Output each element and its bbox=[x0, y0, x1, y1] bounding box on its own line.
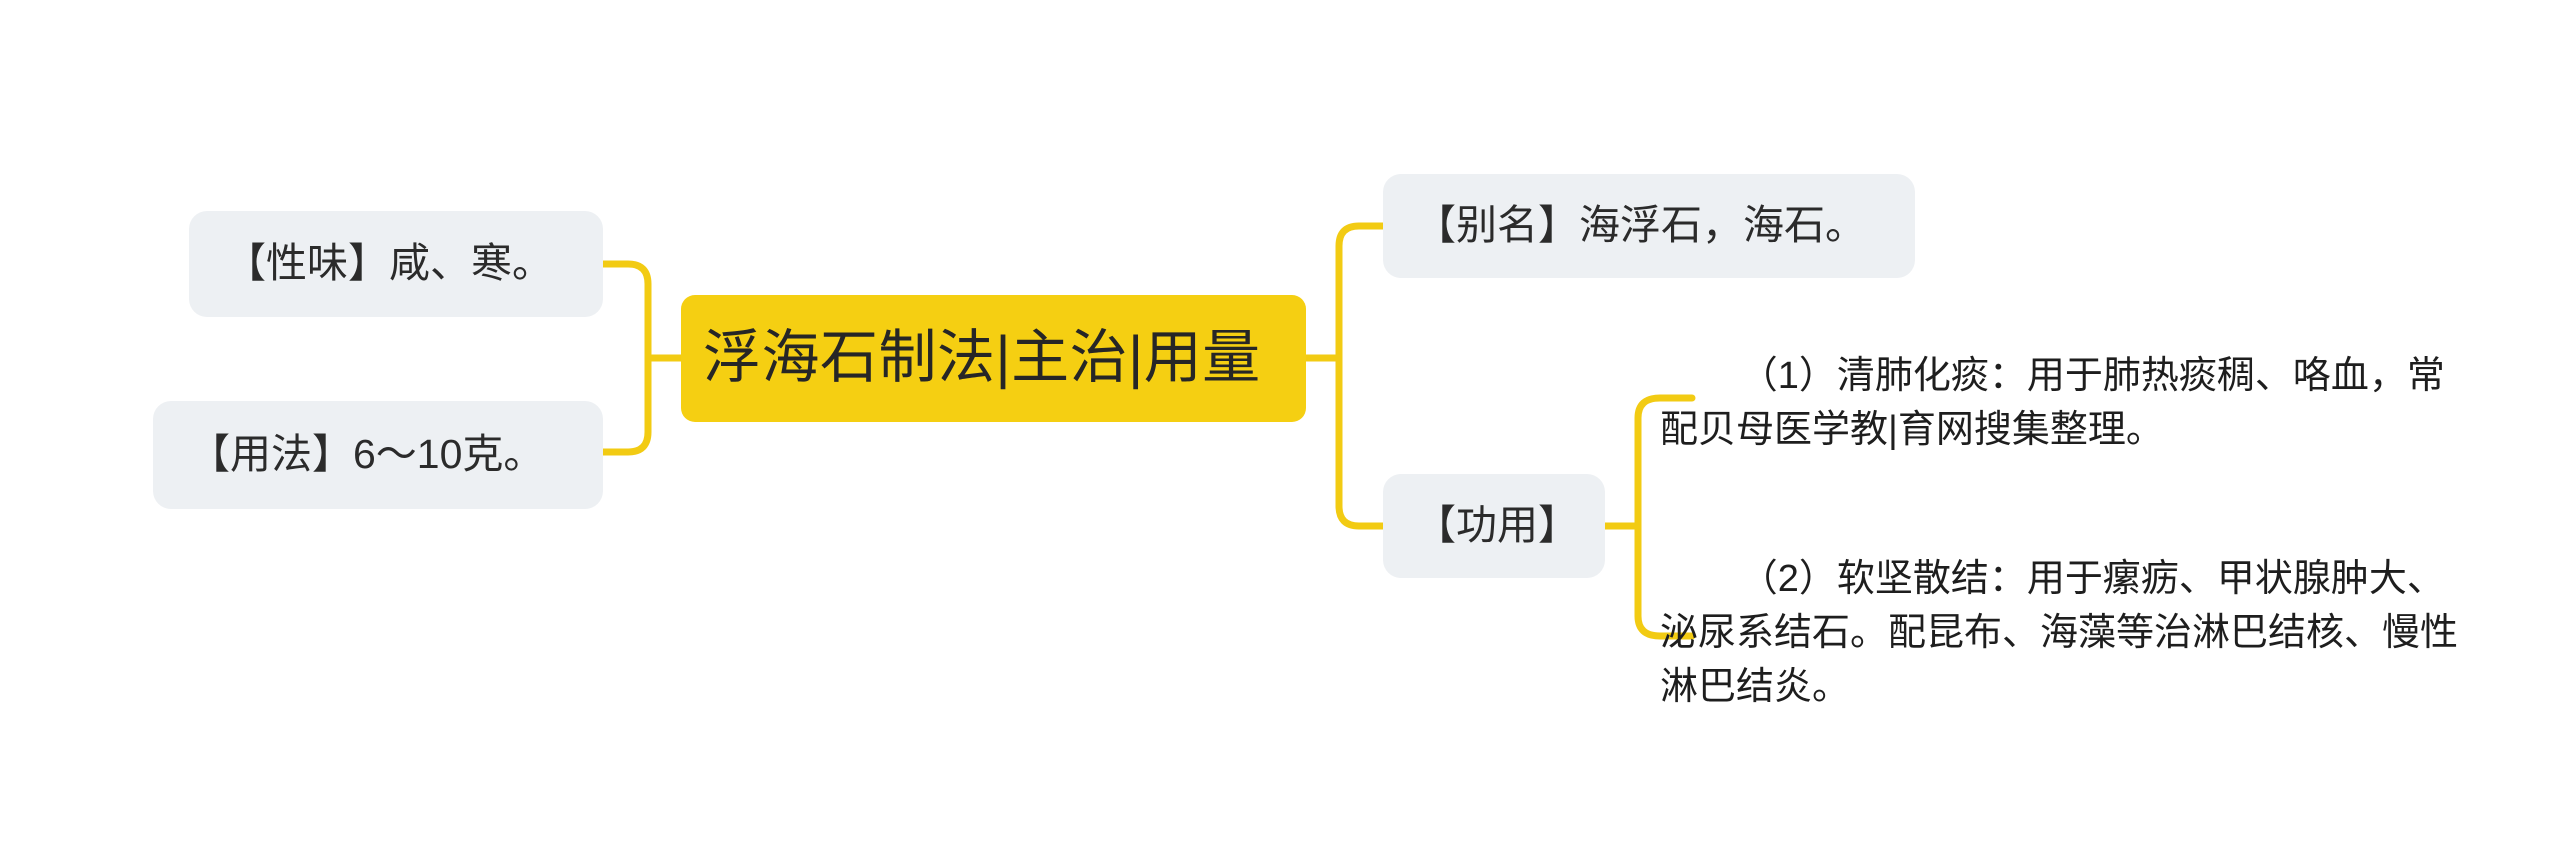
branch-node-gongyong-label: 【功用】 bbox=[1415, 502, 1579, 549]
branch-node-bieming-label: 【别名】海浮石，海石。 bbox=[1415, 202, 1866, 249]
branch-node-bieming[interactable]: 【别名】海浮石，海石。 bbox=[1383, 174, 1915, 278]
link-to-xingwei bbox=[599, 260, 652, 456]
branch-node-xingwei-label: 【性味】咸、寒。 bbox=[225, 240, 553, 287]
link-right-spine bbox=[1335, 222, 1387, 530]
leaf-node-gongyong-2[interactable]: （2）软坚散结：用于瘰疬、甲状腺肿大、泌尿系结石。配昆布、海藻等治淋巴结核、慢性… bbox=[1660, 558, 2459, 708]
root-node[interactable]: 浮海石制法|主治|用量 bbox=[681, 295, 1306, 422]
leaf-node-gongyong-1[interactable]: （1）清肺化痰：用于肺热痰稠、咯血，常配贝母医学教|育网搜集整理。 bbox=[1660, 355, 2445, 451]
branch-node-xingwei[interactable]: 【性味】咸、寒。 bbox=[189, 211, 603, 317]
branch-node-yongfa-label: 【用法】6～10克。 bbox=[189, 431, 545, 478]
branch-node-gongyong[interactable]: 【功用】 bbox=[1383, 474, 1605, 578]
branch-node-yongfa[interactable]: 【用法】6～10克。 bbox=[153, 401, 603, 509]
root-node-label: 浮海石制法|主治|用量 bbox=[703, 325, 1261, 391]
